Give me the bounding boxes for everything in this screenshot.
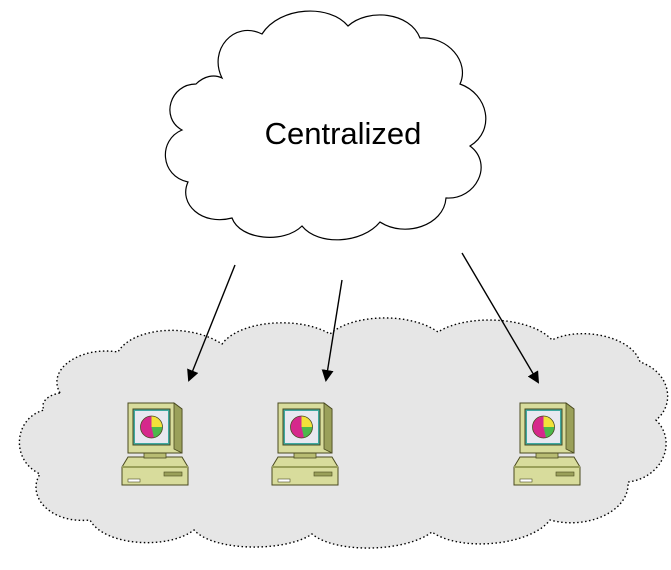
arrow-left: [187, 264, 236, 382]
arrow-middle: [321, 279, 343, 382]
computer-icon-3: [513, 402, 581, 486]
computer-icon-2: [271, 402, 339, 486]
network-cloud: [18, 317, 669, 549]
cloud-label: Centralized: [265, 116, 422, 151]
centralized-cloud: [164, 10, 487, 241]
computer-icon-1: [121, 402, 189, 486]
arrow-right: [461, 252, 540, 384]
